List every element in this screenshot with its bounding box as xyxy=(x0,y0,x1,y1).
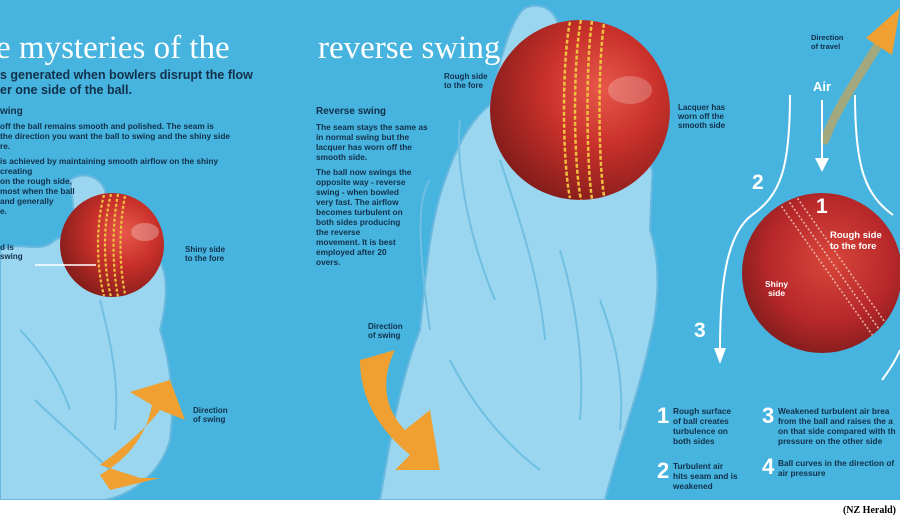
body-line: e. xyxy=(0,206,7,216)
air-label: Air xyxy=(813,79,832,94)
reverse-paragraph-2: The ball now swings the opposite way - r… xyxy=(316,167,412,267)
conventional-heading: wing xyxy=(0,106,23,117)
intro-line: er one side of the ball. xyxy=(0,83,132,97)
intro-text: s generated when bowlers disrupt the flo… xyxy=(0,68,290,98)
source-credit: (NZ Herald) xyxy=(842,505,896,516)
seam-label: d is swing xyxy=(0,243,23,261)
conventional-body: off the ball remains smooth and polished… xyxy=(0,121,300,216)
left-cricket-ball xyxy=(60,193,164,298)
travel-direction-label: Direction of travel xyxy=(811,33,844,51)
infographic-panel: e mysteries of the reverse swing s gener… xyxy=(0,0,900,500)
step-4-number: 4 xyxy=(762,454,775,479)
lacquer-label: Lacquer has worn off the smooth side xyxy=(678,103,726,130)
center-cricket-ball xyxy=(490,19,670,201)
airflow-diagram xyxy=(714,8,900,381)
illustration-layer xyxy=(0,5,900,500)
body-line: the direction you want the ball to swing… xyxy=(0,131,231,141)
body-line: and generally xyxy=(0,196,54,206)
step-4-text: Ball curves in the direction of air pres… xyxy=(778,458,895,478)
flow-number-2: 2 xyxy=(752,171,764,194)
body-line: creating xyxy=(0,166,33,176)
airflow-shiny-label: Shiny side xyxy=(765,279,789,298)
intro-line: s generated when bowlers disrupt the flo… xyxy=(0,68,253,82)
headline-left: e mysteries of the xyxy=(0,30,230,66)
step-2-number: 2 xyxy=(657,458,670,483)
step-2-text: Turbulent air hits seam and is weakened xyxy=(673,461,738,491)
reverse-paragraph-1: The seam stays the same as in normal swi… xyxy=(316,122,428,162)
center-swing-arrow xyxy=(360,350,440,470)
step-3-number: 3 xyxy=(762,403,775,428)
shiny-side-label: Shiny side to the fore xyxy=(185,245,226,263)
step-1-text: Rough surface of ball creates turbulence… xyxy=(673,406,732,446)
center-direction-label: Direction of swing xyxy=(368,322,403,340)
flow-number-3: 3 xyxy=(694,319,706,342)
headline-right: reverse swing xyxy=(318,30,501,66)
step-1-number: 1 xyxy=(657,403,670,428)
step-3-text: Weakened turbulent air brea from the bal… xyxy=(778,406,896,446)
body-line: is achieved by maintaining smooth airflo… xyxy=(0,156,219,166)
flow-number-1: 1 xyxy=(816,195,828,218)
airflow-rough-label: Rough side to the fore xyxy=(830,230,882,252)
body-line: most when the ball xyxy=(0,186,75,196)
left-swing-arrow xyxy=(100,380,185,490)
reverse-heading: Reverse swing xyxy=(316,106,387,117)
body-line: off the ball remains smooth and polished… xyxy=(0,121,214,131)
left-direction-label: Direction of swing xyxy=(193,406,228,424)
rough-side-label: Rough side to the fore xyxy=(444,72,488,90)
body-line: re. xyxy=(0,141,11,151)
body-line: on the rough side, xyxy=(0,176,72,186)
